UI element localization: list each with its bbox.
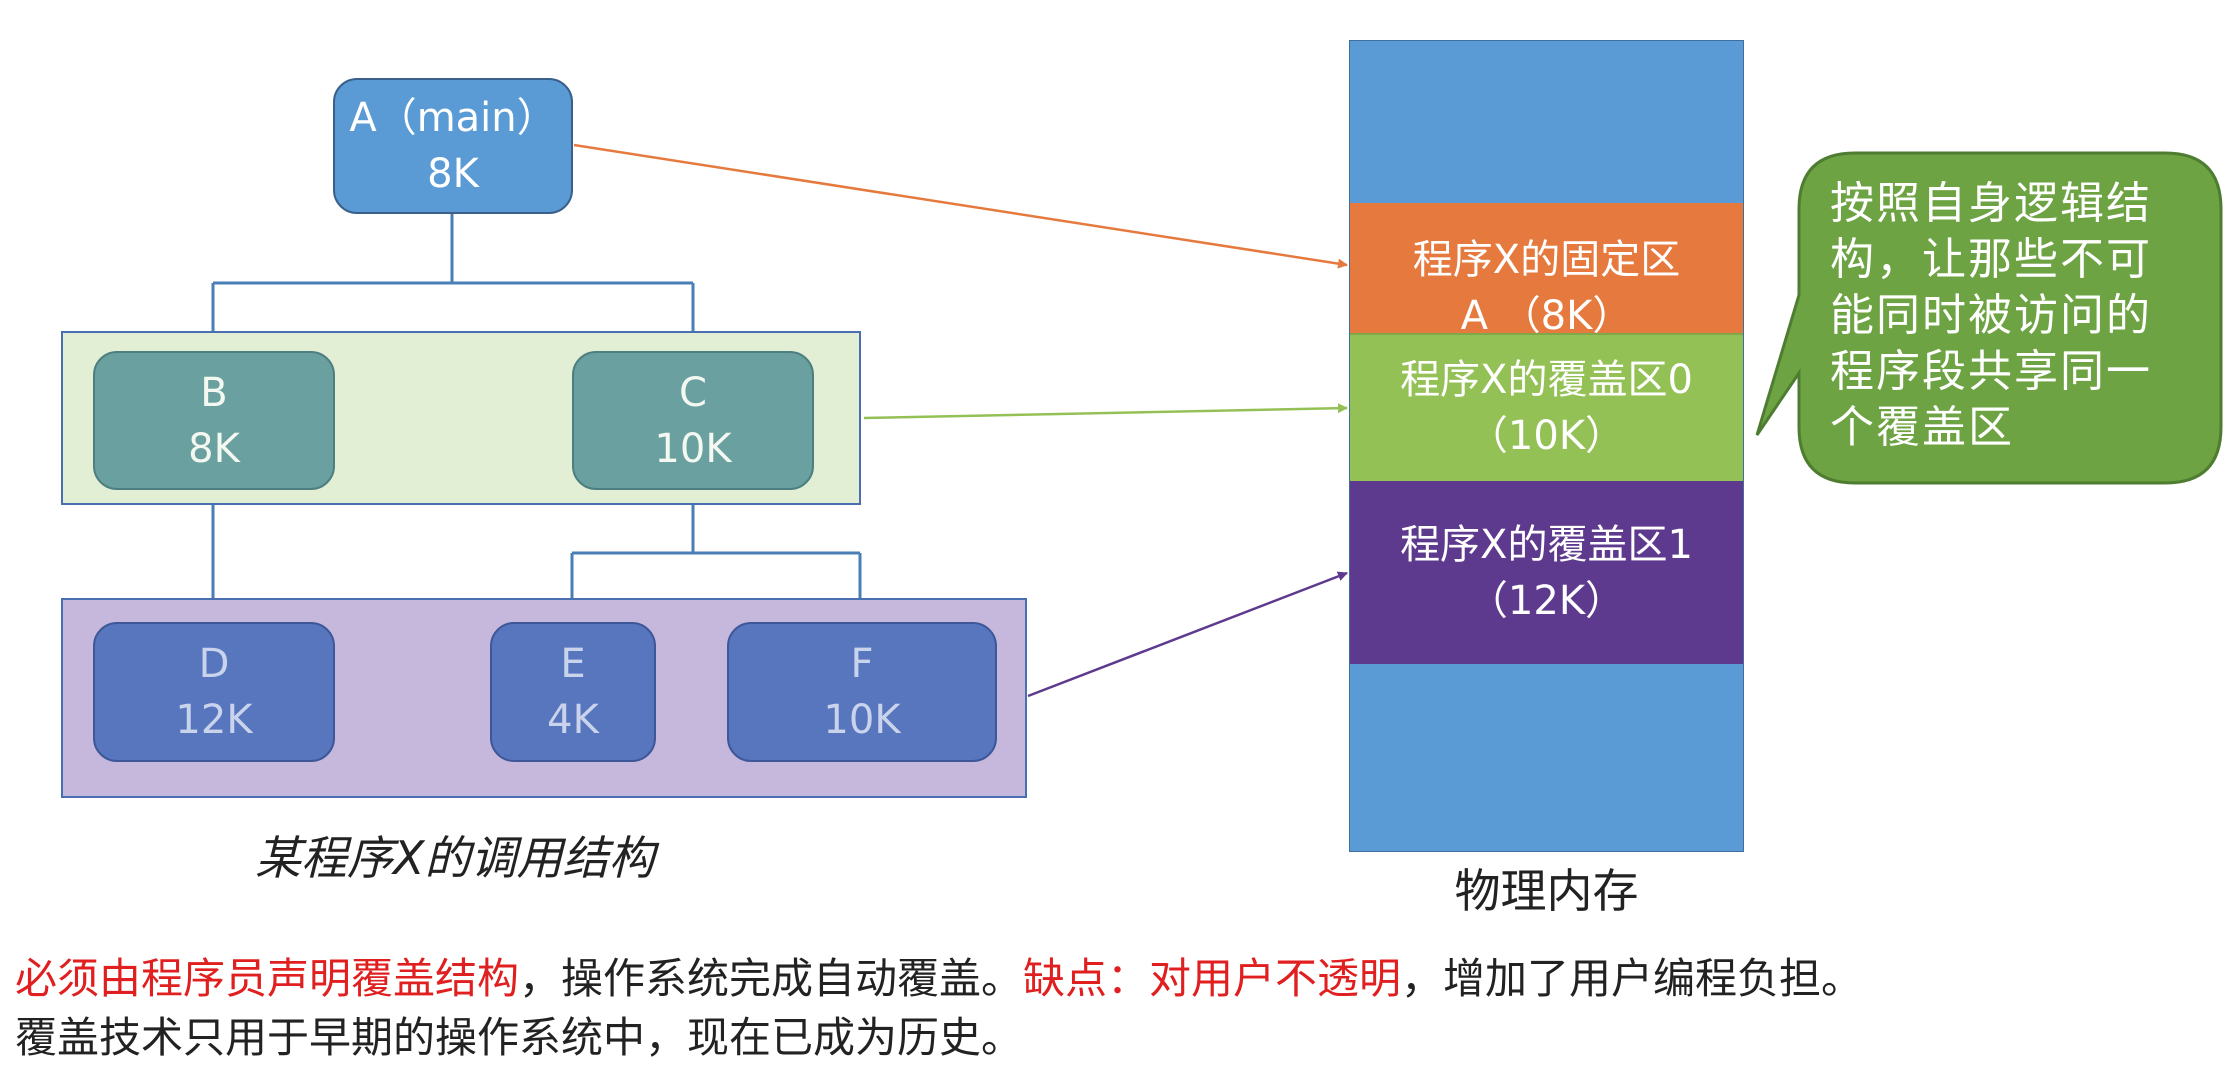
node-f-size: 10K [823, 697, 901, 743]
mem-overlay0-line1: 程序X的覆盖区0 [1400, 357, 1693, 403]
node-c: C 10K [572, 351, 814, 490]
memory-label: 物理内存 [1454, 864, 1639, 918]
node-e-size: 4K [547, 697, 599, 743]
callout-line-5: 个覆盖区 [1830, 402, 2014, 453]
mem-free-bottom [1350, 664, 1743, 851]
physical-memory: 程序X的固定区 A （8K） 程序X的覆盖区0 （10K） 程序X的覆盖区1 （… [1349, 40, 1744, 852]
mem-free-top [1350, 41, 1743, 203]
node-f-name: F [850, 641, 874, 687]
mem-fixed-line2: A （8K） [1460, 293, 1633, 339]
arrow-a-to-fixed [573, 143, 1348, 269]
note-drawback: 缺点：对用户不透明 [1023, 954, 1402, 1003]
arrow-level1-to-overlay0 [863, 403, 1348, 420]
note-os-auto: ，操作系统完成自动覆盖。 [519, 954, 1024, 1003]
callout-line-4: 程序段共享同一 [1830, 346, 2152, 397]
node-a-size: 8K [427, 151, 479, 197]
mem-fixed-line1: 程序X的固定区 [1412, 237, 1681, 283]
callout-line-3: 能同时被访问的 [1830, 290, 2152, 341]
callout-text-block: 按照自身逻辑结 构，让那些不可 能同时被访问的 程序段共享同一 个覆盖区 [1830, 176, 2210, 456]
node-b-name: B [200, 369, 228, 416]
tree-caption: 某程序X的调用结构 [255, 831, 655, 885]
mem-overlay1: 程序X的覆盖区1 （12K） [1350, 481, 1743, 664]
note-line-2: 覆盖技术只用于早期的操作系统中，现在已成为历史。 [15, 1013, 1024, 1062]
mem-overlay1-line1: 程序X的覆盖区1 [1400, 521, 1693, 568]
note-burden: ，增加了用户编程负担。 [1401, 954, 1864, 1003]
note-line-1: 必须由程序员声明覆盖结构，操作系统完成自动覆盖。缺点：对用户不透明，增加了用户编… [15, 950, 1863, 1008]
node-e: E 4K [490, 622, 656, 762]
callout-line-2: 构，让那些不可 [1830, 234, 2152, 285]
node-b: B 8K [93, 351, 335, 490]
node-c-size: 10K [654, 425, 732, 472]
node-e-name: E [560, 641, 586, 687]
edge-a-b-c [211, 212, 695, 350]
mem-overlay1-line2: （12K） [1467, 577, 1626, 624]
mem-overlay0: 程序X的覆盖区0 （10K） [1350, 333, 1743, 481]
node-d-size: 12K [175, 697, 253, 743]
node-a-name: A（main） [349, 95, 557, 141]
callout-bubble [1755, 151, 2223, 485]
node-c-name: C [679, 369, 707, 416]
node-d-name: D [198, 641, 230, 687]
callout-line-1: 按照自身逻辑结 [1830, 178, 2152, 229]
node-d: D 12K [93, 622, 335, 762]
node-a-main: A（main） 8K [333, 78, 573, 214]
node-b-size: 8K [188, 425, 240, 472]
arrow-level2-to-overlay1 [1027, 571, 1348, 698]
node-f: F 10K [727, 622, 997, 762]
note-requirement: 必须由程序员声明覆盖结构 [15, 954, 520, 1003]
mem-overlay0-line2: （10K） [1467, 413, 1626, 459]
